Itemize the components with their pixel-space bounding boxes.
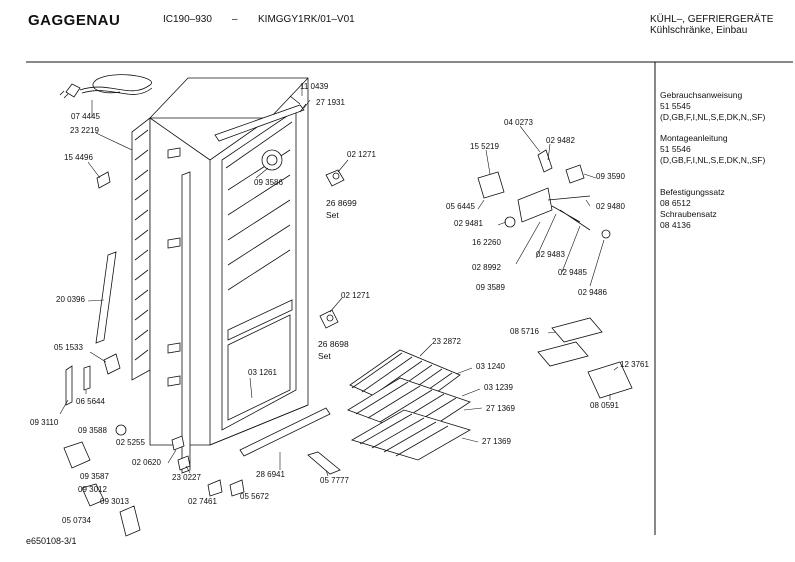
part-label: 09 3110 (30, 418, 59, 427)
part-label: 05 7777 (320, 476, 349, 485)
part-label: 23 2219 (70, 126, 99, 135)
part-label: 02 7461 (188, 497, 217, 506)
relay-part (63, 441, 91, 469)
set-label: Set (326, 210, 339, 220)
document-entry: Schraubensatz 08 4136 (660, 209, 717, 231)
document-number: 08 6512 (660, 198, 691, 208)
part-label: 09 3586 (254, 178, 283, 187)
part-label: 04 0273 (504, 118, 533, 127)
freezer-grids (347, 349, 471, 461)
clip-part (103, 353, 121, 375)
part-label: 26 8698 (318, 339, 349, 349)
part-label: 27 1931 (316, 98, 345, 107)
part-label: 02 1271 (347, 150, 376, 159)
category-subtitle: Kühlschränke, Einbau (650, 25, 748, 36)
document-title: Schraubensatz (660, 209, 717, 219)
header-dash: – (232, 14, 238, 25)
side-strip-left (95, 251, 117, 344)
capacitor-part (119, 505, 141, 537)
part-label: 02 9486 (578, 288, 607, 297)
ice-trays (537, 317, 633, 399)
hinge-cover-part (207, 479, 223, 497)
set-label: Set (318, 351, 331, 361)
part-label: 27 1369 (486, 404, 515, 413)
part-label: 02 0620 (132, 458, 161, 467)
part-label: 23 0227 (172, 473, 201, 482)
part-label: 09 3587 (80, 472, 109, 481)
sleeve-part (83, 365, 91, 391)
part-label: 02 9480 (596, 202, 625, 211)
part-label: 09 3589 (476, 283, 505, 292)
part-label: 28 6941 (256, 470, 285, 479)
fan-unit (261, 149, 283, 171)
part-label: 05 0734 (62, 516, 91, 525)
document-entry: Montageanleitung 51 5546 (D,GB,F,I,NL,S,… (660, 133, 765, 166)
part-label: 20 0396 (56, 295, 85, 304)
product-code: KIMGGY1RK/01–V01 (258, 14, 355, 25)
compressor-clip-part (81, 483, 105, 507)
model-number: IC190–930 (163, 14, 212, 25)
condenser-coil (131, 117, 151, 381)
part-label: 15 5219 (470, 142, 499, 151)
brand-logo: GAGGENAU (28, 12, 121, 29)
document-number: 08 4136 (660, 220, 691, 230)
door-hinge-set-lower (319, 309, 339, 329)
part-label: 11 0439 (300, 82, 329, 91)
part-label: 06 5644 (76, 397, 105, 406)
part-label: 09 3590 (596, 172, 625, 181)
document-title: Montageanleitung (660, 133, 728, 143)
power-cord (59, 74, 153, 99)
bracket-part (96, 171, 111, 189)
part-label: 23 2872 (432, 337, 461, 346)
leader-lines (59, 84, 619, 477)
part-label: 26 8699 (326, 198, 357, 208)
document-languages: (D,GB,F,I,NL,S,E,DK,N,,SF) (660, 155, 766, 165)
document-languages: (D,GB,F,I,NL,S,E,DK,N,,SF) (660, 112, 766, 122)
part-label: 27 1369 (482, 437, 511, 446)
part-label: 02 9485 (558, 268, 587, 277)
part-label: 12 3761 (620, 360, 649, 369)
part-label: 02 8992 (472, 263, 501, 272)
part-label: 05 5672 (240, 492, 269, 501)
part-label: 16 2260 (472, 238, 501, 247)
plinth-part (307, 451, 341, 475)
thermostat-assembly (477, 149, 611, 239)
part-label: 05 6445 (446, 202, 475, 211)
part-label: 03 1261 (248, 368, 277, 377)
hinge-part (171, 435, 191, 471)
document-number: 51 5545 (660, 101, 691, 111)
document-entry: Gebrauchsanweisung 51 5545 (D,GB,F,I,NL,… (660, 90, 765, 123)
part-label: 15 4496 (64, 153, 93, 162)
bottom-rail (239, 407, 331, 457)
part-label: 02 5255 (116, 438, 145, 447)
part-label: 02 9481 (454, 219, 483, 228)
document-entry: Befestigungssatz 08 6512 (660, 187, 725, 209)
part-label: 09 3012 (78, 485, 107, 494)
part-label: 02 9483 (536, 250, 565, 259)
door-hinge-set-upper (325, 169, 345, 187)
part-label: 07 4445 (71, 112, 100, 121)
part-label: 02 9482 (546, 136, 575, 145)
top-trim-strip (214, 95, 307, 142)
part-label: 08 5716 (510, 327, 539, 336)
part-label: 09 3588 (78, 426, 107, 435)
category-title: KÜHL–, GEFRIERGERÄTE (650, 14, 774, 25)
part-label: 09 3013 (100, 497, 129, 506)
part-label: 03 1240 (476, 362, 505, 371)
part-label: 08 0591 (590, 401, 619, 410)
document-number: 51 5546 (660, 144, 691, 154)
part-label: 02 1271 (341, 291, 370, 300)
sensor-part (65, 365, 73, 406)
side-strip-center (181, 171, 191, 474)
foot-part (115, 424, 127, 436)
part-label: 03 1239 (484, 383, 513, 392)
part-label: 05 1533 (54, 343, 83, 352)
document-title: Befestigungssatz (660, 187, 725, 197)
hinge-cover-part (229, 479, 245, 497)
document-title: Gebrauchsanweisung (660, 90, 743, 100)
drawing-id: e650108-3/1 (26, 536, 77, 546)
